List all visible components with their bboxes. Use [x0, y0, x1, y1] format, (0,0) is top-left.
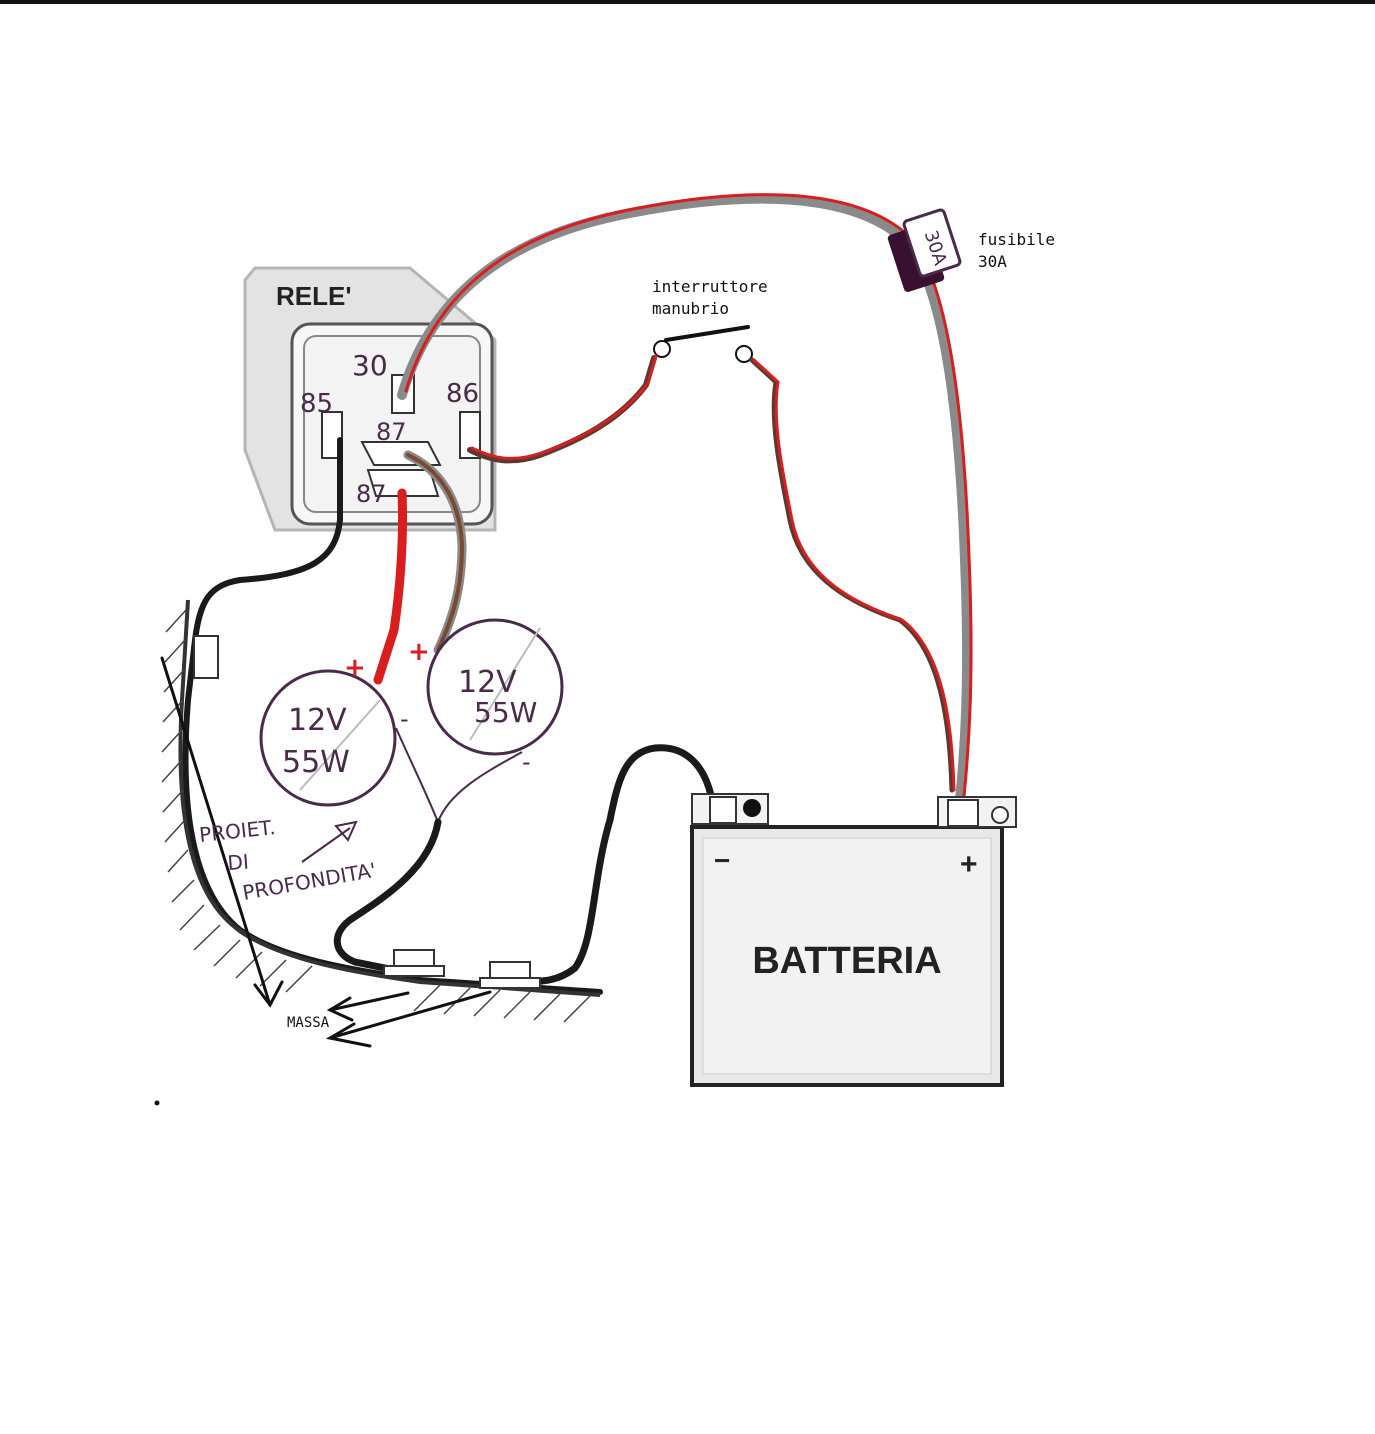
- fuse-cap: [902, 208, 962, 278]
- battery-face: [702, 837, 992, 1075]
- relay-title: RELE': [276, 281, 352, 311]
- relay-pin-86-label: 86: [446, 379, 479, 409]
- switch-to-battery-wire: [749, 357, 956, 793]
- ground-bolt-battery-washer: [479, 977, 541, 989]
- switch-label-line2: manubrio: [652, 299, 729, 318]
- switch-terminal-left: [653, 340, 671, 358]
- battery-positive-clamp: [947, 799, 979, 827]
- relay-pin-30-label: 30: [352, 349, 388, 382]
- fuse-label-line2: 30A: [978, 252, 1007, 271]
- relay-to-lamp-wires: [373, 450, 467, 685]
- fuse-label-line1: fusibile: [978, 230, 1055, 249]
- relay-pin-87b-label: 87: [356, 480, 387, 508]
- scan-dot: [154, 1100, 160, 1106]
- lamp-1-hatch: [299, 699, 381, 791]
- lamp-2-circle: [426, 618, 564, 756]
- battery-negative-clamp: [709, 796, 737, 824]
- ground-bolt-relay: [193, 635, 219, 679]
- lamp-2-plus: +: [408, 637, 430, 667]
- lamp-2-watt: 55W: [474, 696, 537, 729]
- chassis: [161, 599, 601, 1023]
- lamp-1-watt: 55W: [282, 745, 350, 780]
- ground-bolt-lamps-washer: [383, 965, 445, 977]
- lamp-ground-black-wire: [333, 818, 442, 974]
- ground-label: MASSA: [287, 1015, 330, 1031]
- handlebar-switch: [653, 325, 753, 363]
- lamp-2-hatch: [469, 627, 541, 741]
- lamp-1: 12V 55W: [259, 669, 397, 807]
- lamp-2: 12V 55W: [426, 618, 564, 756]
- lamp-1-minus: -: [400, 705, 409, 733]
- lamp-2-volt: 12V: [458, 665, 517, 700]
- fuse: 30A: [887, 208, 962, 292]
- ground-arrows: [160, 656, 492, 1048]
- annotation-arrowhead: [334, 820, 358, 842]
- battery: − + BATTERIA: [690, 793, 1017, 1087]
- switch-terminal-right: [735, 345, 753, 363]
- scan-top-border: [0, 0, 1375, 4]
- annotation-line2: DI: [227, 850, 250, 875]
- lamp-2-minus: -: [522, 748, 531, 776]
- lamp-ground-wires: [395, 727, 523, 823]
- annotation-line3: PROFONDITA': [241, 858, 378, 905]
- relay: RELE' 30 85 86 87 87: [243, 266, 497, 532]
- switch-label-line1: interruttore: [652, 277, 768, 296]
- lamp-1-plus: +: [344, 653, 366, 683]
- battery-positive-bolt: [991, 806, 1009, 824]
- relay-pin-87-label: 87: [376, 418, 407, 446]
- switch-lever: [664, 325, 750, 342]
- lamp-1-volt: 12V: [288, 703, 347, 738]
- chassis-line: [178, 599, 601, 997]
- relay-pin-85-label: 85: [300, 389, 333, 419]
- battery-label: BATTERIA: [752, 940, 941, 982]
- switch-to-relay-wire: [467, 354, 658, 464]
- relay-pin-87b-slot: [366, 469, 440, 497]
- battery-negative-bolt: [743, 799, 761, 817]
- battery-negative-wire: [516, 744, 716, 986]
- lamp-1-circle: [259, 669, 397, 807]
- battery-neg-sign: −: [714, 845, 730, 876]
- relay-pin-86-slot: [459, 411, 481, 459]
- annotation-line1: PROIET.: [198, 815, 277, 847]
- battery-pos-sign: +: [960, 848, 978, 881]
